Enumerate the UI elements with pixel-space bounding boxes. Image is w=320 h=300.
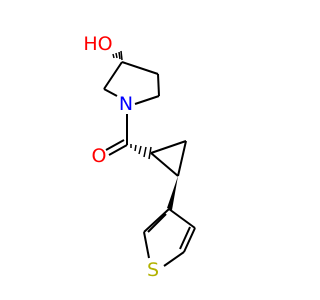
carbonyl-oxygen-label: O	[92, 145, 107, 167]
bond-c3-c4	[121, 61, 159, 75]
nitrogen-label: N	[119, 93, 133, 115]
sulfur-label: S	[147, 259, 159, 281]
bond-c4-c5	[157, 73, 160, 97]
carbonyl-double-bond	[105, 139, 128, 156]
bond-c5-n	[134, 95, 160, 105]
thiophene-ring	[143, 208, 196, 267]
hashed-bond-c3-oh	[112, 50, 123, 61]
cyclopropane-ring	[150, 140, 187, 177]
molecule-structure-diagram: HO N O S	[83, 33, 196, 281]
hydroxyl-label: HO	[83, 33, 112, 55]
pyrrolidine-ring	[103, 61, 160, 105]
wedge-bond-cyclopropane-thiophene	[167, 176, 178, 210]
hashed-bond-carbonyl-cyclopropane	[130, 144, 152, 160]
bond-n-c2	[103, 88, 118, 97]
bond-c2-c3	[103, 61, 123, 90]
